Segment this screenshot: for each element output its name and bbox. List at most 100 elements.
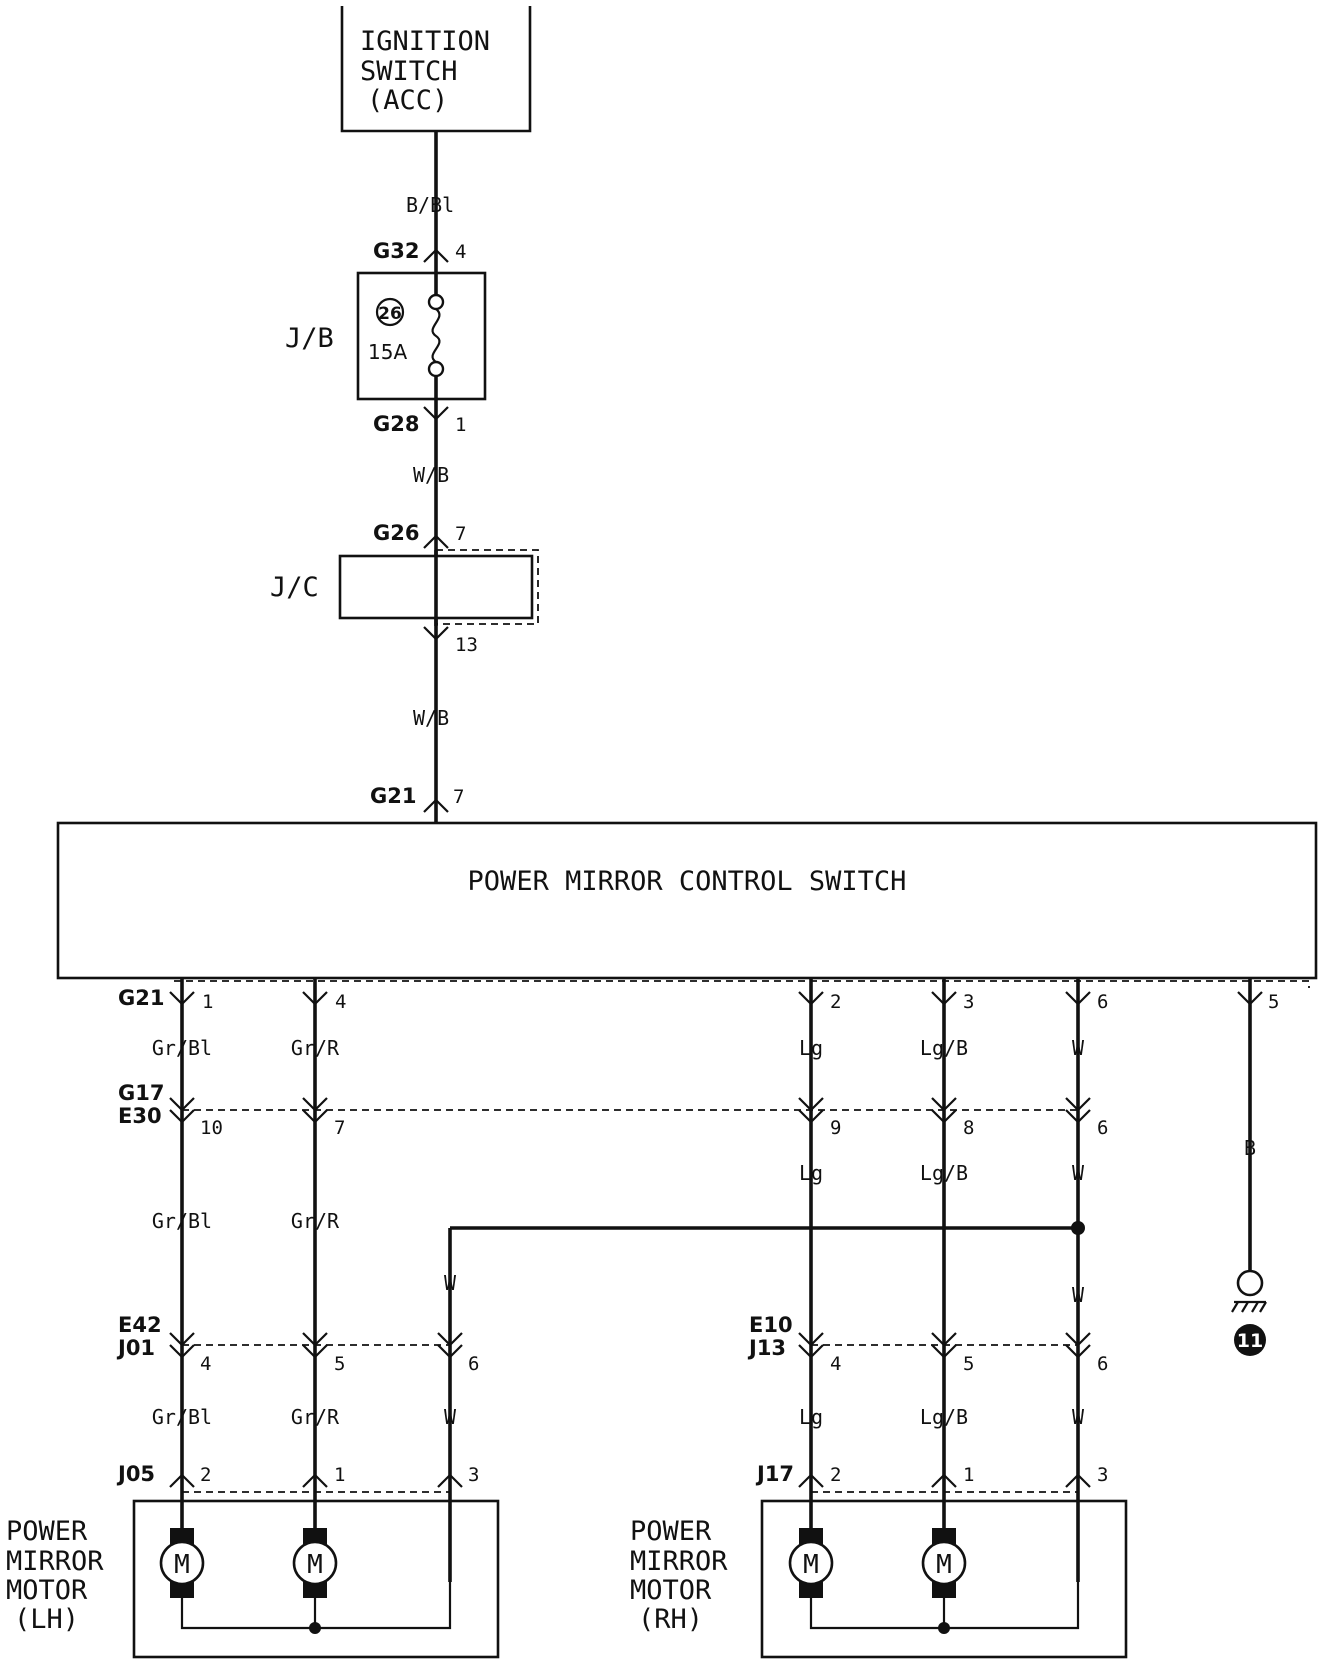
motor-lh-label-line: (LH): [14, 1604, 79, 1635]
connector-g32: G32 4: [373, 239, 466, 263]
wire-label: Lg: [799, 1405, 823, 1429]
wire-label: Gr/Bl: [152, 1405, 212, 1429]
motor-rh-label-line: POWER: [630, 1516, 712, 1547]
wire-label: Gr/R: [291, 1036, 340, 1060]
motor-rh-label-line: MOTOR: [630, 1575, 712, 1606]
motor-rh: J17 2 1 3 M M: [755, 1462, 1128, 1659]
ground-point-badge: [1234, 1324, 1266, 1356]
connector-j05-pin: 3: [468, 1464, 479, 1486]
motor-lh: J05 2 1 3 M M: [116, 1462, 500, 1659]
connector-e42-pin: 4: [200, 1353, 211, 1375]
connector-g32-pin: 4: [455, 241, 466, 263]
connector-g28: G28 1: [373, 406, 466, 436]
connector-j13-name: J13: [747, 1336, 786, 1360]
junction-connector-label: J/C: [270, 572, 319, 603]
connector-j17-pin: 3: [1097, 1464, 1108, 1486]
motor-icon: [159, 1540, 205, 1586]
motor-icon: [788, 1540, 834, 1586]
wire-label: W: [1072, 1036, 1085, 1060]
motor-icon: [921, 1540, 967, 1586]
ignition-switch-line-3: (ACC): [367, 85, 448, 116]
connector-g17-name: G17: [118, 1081, 164, 1105]
motor-lh-label-line: MIRROR: [6, 1546, 104, 1577]
switch-title: POWER MIRROR CONTROL SWITCH: [468, 866, 907, 897]
connector-j17-pin: 2: [830, 1464, 841, 1486]
wire-labels-top: Gr/Bl Gr/R Lg Lg/B W B: [152, 1036, 1256, 1160]
connector-e42-j01: E42 J01 4 5 6: [116, 1313, 479, 1375]
motor-rh-label-line: MIRROR: [630, 1546, 728, 1577]
fuse-icon: [431, 308, 441, 363]
connector-j17-name: J17: [755, 1462, 794, 1486]
motor-symbol: M: [307, 1550, 323, 1580]
switch-pin-3: 3: [963, 991, 974, 1013]
motor-lh-label-line: POWER: [6, 1516, 88, 1547]
connector-g21-in-name: G21: [370, 784, 416, 808]
switch-pin-2: 2: [830, 991, 841, 1013]
wire-label: Lg/B: [920, 1036, 968, 1060]
connector-e10-pin: 5: [963, 1353, 974, 1375]
connector-g21-in-pin: 7: [453, 786, 464, 808]
ignition-switch-line-2: SWITCH: [360, 56, 458, 87]
wire-label-ground: B: [1244, 1136, 1256, 1160]
fuse-number-badge: [375, 297, 405, 327]
junction-block: 26 15A: [356, 271, 487, 401]
motor-symbol: M: [803, 1550, 819, 1580]
connector-g21-in: G21 7: [370, 784, 464, 813]
connector-g17-pin: 10: [200, 1117, 223, 1139]
connector-e10-name: E10: [749, 1313, 793, 1337]
wire-label: Lg: [799, 1161, 823, 1185]
connector-e10-pin: 6: [1097, 1353, 1108, 1375]
connector-g26-name: G26: [373, 521, 419, 545]
wire-label-jc-sw: W/B: [413, 706, 449, 730]
junction-block-label: J/B: [285, 323, 334, 354]
connector-g17-pin: 7: [334, 1117, 345, 1139]
connector-j01-name: J01: [116, 1336, 155, 1360]
ignition-switch: IGNITION SWITCH (ACC): [340, 6, 532, 133]
ignition-switch-line-1: IGNITION: [360, 26, 490, 57]
wire-label: Gr/Bl: [152, 1036, 212, 1060]
connector-jc-out: [423, 626, 449, 641]
switch-output-connectors: 1 4 2 3 6 5: [169, 991, 1279, 1013]
fuse-number: 26: [378, 304, 402, 324]
connector-g28-name: G28: [373, 412, 419, 436]
wire-label: W: [444, 1405, 457, 1429]
wire-label: Lg/B: [920, 1161, 968, 1185]
switch-pin-1: 1: [202, 991, 213, 1013]
connector-g17-pin: 6: [1097, 1117, 1108, 1139]
switch-pin-4: 4: [335, 991, 346, 1013]
motor-rh-label-line: (RH): [638, 1604, 703, 1635]
wire-label: W: [1072, 1161, 1085, 1185]
junction-connector: [338, 549, 539, 626]
wire-label: Gr/R: [291, 1209, 340, 1233]
fuse-rating: 15A: [368, 340, 407, 364]
switch-output-wires: [180, 978, 1252, 1582]
connector-g17-pin: 9: [830, 1117, 841, 1139]
wire-label: Lg/B: [920, 1405, 968, 1429]
switch-pin-6: 6: [1097, 991, 1108, 1013]
connector-g28-pin: 1: [455, 414, 466, 436]
connector-g21-out-name: G21: [118, 986, 164, 1010]
wire-label: Gr/R: [291, 1405, 340, 1429]
wire-label: W: [1072, 1283, 1085, 1307]
connector-g26-pin: 7: [455, 523, 466, 545]
connector-g21-out-outline: [174, 980, 1310, 988]
switch-pin-5: 5: [1268, 991, 1279, 1013]
connector-j05-pin: 1: [334, 1464, 345, 1486]
connector-g17-pin: 8: [963, 1117, 974, 1139]
connector-e10-j13: E10 J13 4 5 6: [747, 1313, 1108, 1375]
wire-label: Lg: [799, 1036, 823, 1060]
connector-g32-name: G32: [373, 239, 419, 263]
motor-symbol: M: [936, 1550, 952, 1580]
ground-symbol: 11: [1231, 1269, 1267, 1356]
motor-rh-label: POWER MIRROR MOTOR (RH): [630, 1516, 728, 1635]
connector-j05-name: J05: [116, 1462, 155, 1486]
connector-e42-pin: 6: [468, 1353, 479, 1375]
ground-point-number: 11: [1237, 1330, 1263, 1352]
wire-labels-middle: Lg Lg/B W Gr/Bl Gr/R W W: [152, 1161, 1085, 1307]
wire-labels-bottom: Gr/Bl Gr/R W Lg Lg/B W: [152, 1405, 1085, 1429]
wire-label-ign: B/Bl: [406, 193, 454, 217]
wire-label: Gr/Bl: [152, 1209, 212, 1233]
wire-label: W: [444, 1271, 457, 1295]
motor-lh-label: POWER MIRROR MOTOR (LH): [6, 1516, 104, 1635]
